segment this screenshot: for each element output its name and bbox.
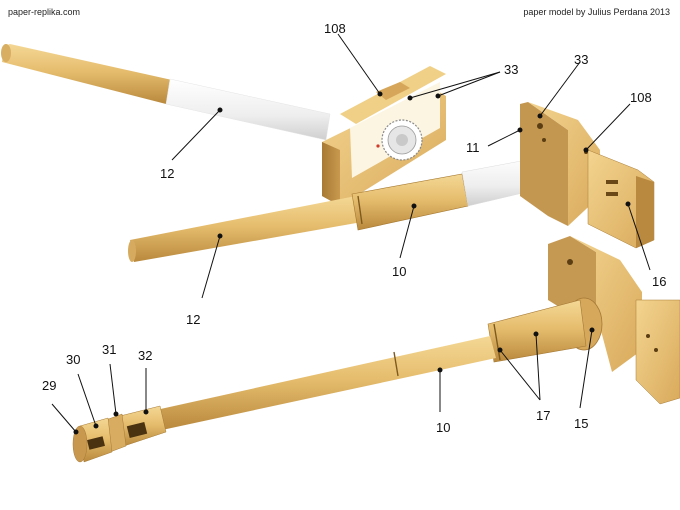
label-32: 32 [138,348,152,363]
label-31: 31 [102,342,116,357]
label-108-right: 108 [630,90,652,105]
barrel-12-lower-end [128,240,136,262]
label-12-lower: 12 [186,312,200,327]
label-10-middle: 10 [392,264,406,279]
collar-joint [357,195,363,225]
label-17: 17 [536,408,550,423]
credit-text: paper model by Julius Perdana 2013 [523,7,670,17]
barrel-12-white-sleeve [165,78,331,141]
label-16: 16 [652,274,666,289]
mount-hole [654,348,658,352]
upper-left-assembly [1,44,446,206]
mount-16-slot [606,180,618,184]
label-33-right: 33 [574,52,588,67]
lower-mount-box [635,299,680,405]
mount-red-dot [376,144,380,148]
muzzle-30-port [87,436,105,450]
gear-disc [381,119,423,161]
label-108-left: 108 [324,21,346,36]
sleeve-17-joint [493,323,501,361]
barrel-12-end-cap [1,44,11,62]
label-11: 11 [466,140,480,155]
mount-108-base-side [322,142,340,206]
label-10-lower: 10 [436,420,450,435]
mount-16-slot [606,192,618,196]
mount-hole [542,138,546,142]
mount-33-lug [376,82,410,100]
mount-hole [646,334,650,338]
barrel-12-lower [130,196,362,262]
muzzle-29-cap [72,425,88,463]
label-30: 30 [66,352,80,367]
mount-hole [537,123,543,129]
mount-108-right-face [528,102,600,226]
leader-lines [51,33,651,435]
middle-assembly [128,102,655,262]
label-12-upper: 12 [160,166,174,181]
mount-16-box-side [636,176,654,248]
label-33-left: 33 [504,62,518,77]
site-name: paper-replika.com [8,7,81,17]
barrel-12-tan-section [2,44,172,104]
muzzle-32-port [126,422,148,438]
lower-assembly [72,236,680,463]
lower-mount-face [570,236,642,372]
barrel-10-joint [393,351,399,377]
label-29: 29 [42,378,56,393]
mount-108-right-plate [520,102,568,226]
label-15: 15 [574,416,588,431]
barrel-10-lower [156,336,496,430]
part-labels: 108 33 33 108 11 12 10 16 12 29 30 31 32… [42,21,666,435]
mount-hole [567,259,573,265]
